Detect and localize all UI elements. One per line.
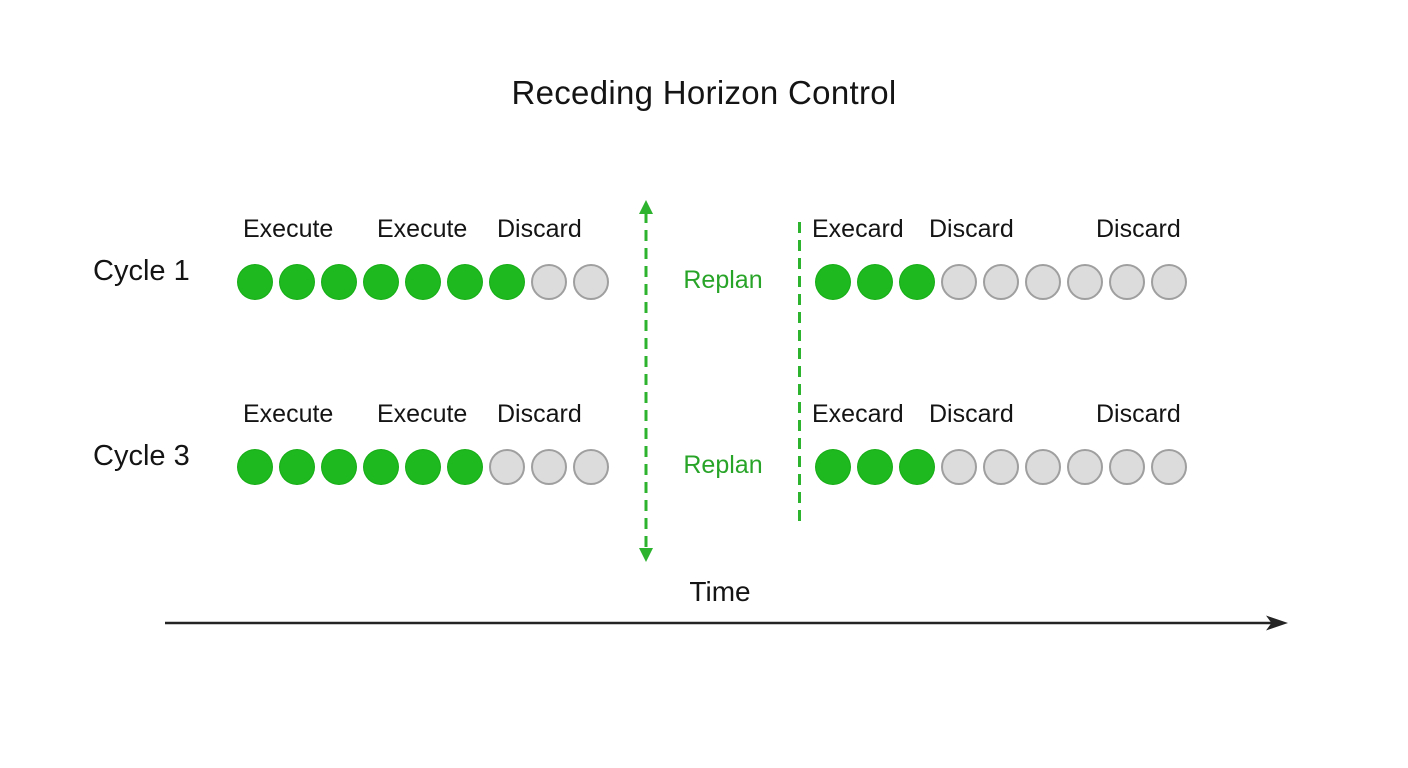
cycle-label: Cycle 1 [93, 255, 190, 287]
step-dot-discarded [1151, 264, 1187, 300]
step-dot-discarded [489, 449, 525, 485]
step-dot-executed [899, 264, 935, 300]
step-dot-executed [321, 264, 357, 300]
step-dot-executed [857, 449, 893, 485]
step-dot-discarded [983, 449, 1019, 485]
step-dot-discarded [531, 449, 567, 485]
step-dot-discarded [941, 449, 977, 485]
step-dot-executed [857, 264, 893, 300]
phase-label-execard: Execard [812, 215, 904, 243]
step-dot-executed [237, 449, 273, 485]
step-dot-discarded [1109, 449, 1145, 485]
diagram-title: Receding Horizon Control [511, 74, 897, 111]
step-dot-executed [279, 264, 315, 300]
step-dot-discarded [941, 264, 977, 300]
phase-label-discard: Discard [929, 215, 1014, 243]
step-dot-discarded [1067, 449, 1103, 485]
phase-label-discard: Discard [929, 400, 1014, 428]
time-axis-label: Time [689, 576, 751, 607]
phase-label-execute: Execute [243, 215, 334, 243]
step-dot-executed [447, 264, 483, 300]
cycle-row-1: Cycle 1 Execute Execute Discard Replan E… [0, 205, 1408, 315]
phase-label-execute: Execute [243, 400, 334, 428]
phase-label-execute: Execute [377, 215, 468, 243]
step-dot-discarded [983, 264, 1019, 300]
time-axis-arrow [165, 615, 1288, 631]
step-dot-executed [321, 449, 357, 485]
step-dots-left [237, 449, 609, 485]
step-dot-executed [489, 264, 525, 300]
phase-label-discard: Discard [497, 215, 582, 243]
replan-boundary-dashed-line [798, 222, 801, 528]
step-dot-executed [815, 264, 851, 300]
step-dot-discarded [1151, 449, 1187, 485]
replan-label: Replan [683, 266, 763, 294]
step-dot-executed [405, 449, 441, 485]
step-dot-discarded [573, 264, 609, 300]
step-dot-executed [363, 449, 399, 485]
step-dot-discarded [1025, 449, 1061, 485]
step-dot-executed [815, 449, 851, 485]
step-dot-discarded [1109, 264, 1145, 300]
replan-dashed-double-arrow [639, 200, 653, 562]
cycle-label: Cycle 3 [93, 440, 190, 472]
step-dot-executed [237, 264, 273, 300]
step-dot-discarded [1025, 264, 1061, 300]
step-dot-executed [899, 449, 935, 485]
cycle-row-3: Cycle 3 Execute Execute Discard Replan E… [0, 390, 1408, 500]
step-dot-executed [363, 264, 399, 300]
phase-label-discard: Discard [1096, 215, 1181, 243]
step-dot-discarded [531, 264, 567, 300]
phase-label-discard: Discard [1096, 400, 1181, 428]
phase-label-discard: Discard [497, 400, 582, 428]
step-dots-right [815, 264, 1187, 300]
replan-label: Replan [683, 451, 763, 479]
step-dots-right [815, 449, 1187, 485]
step-dot-executed [447, 449, 483, 485]
step-dot-discarded [1067, 264, 1103, 300]
step-dots-left [237, 264, 609, 300]
step-dot-executed [279, 449, 315, 485]
phase-label-execard: Execard [812, 400, 904, 428]
step-dot-executed [405, 264, 441, 300]
phase-label-execute: Execute [377, 400, 468, 428]
step-dot-discarded [573, 449, 609, 485]
